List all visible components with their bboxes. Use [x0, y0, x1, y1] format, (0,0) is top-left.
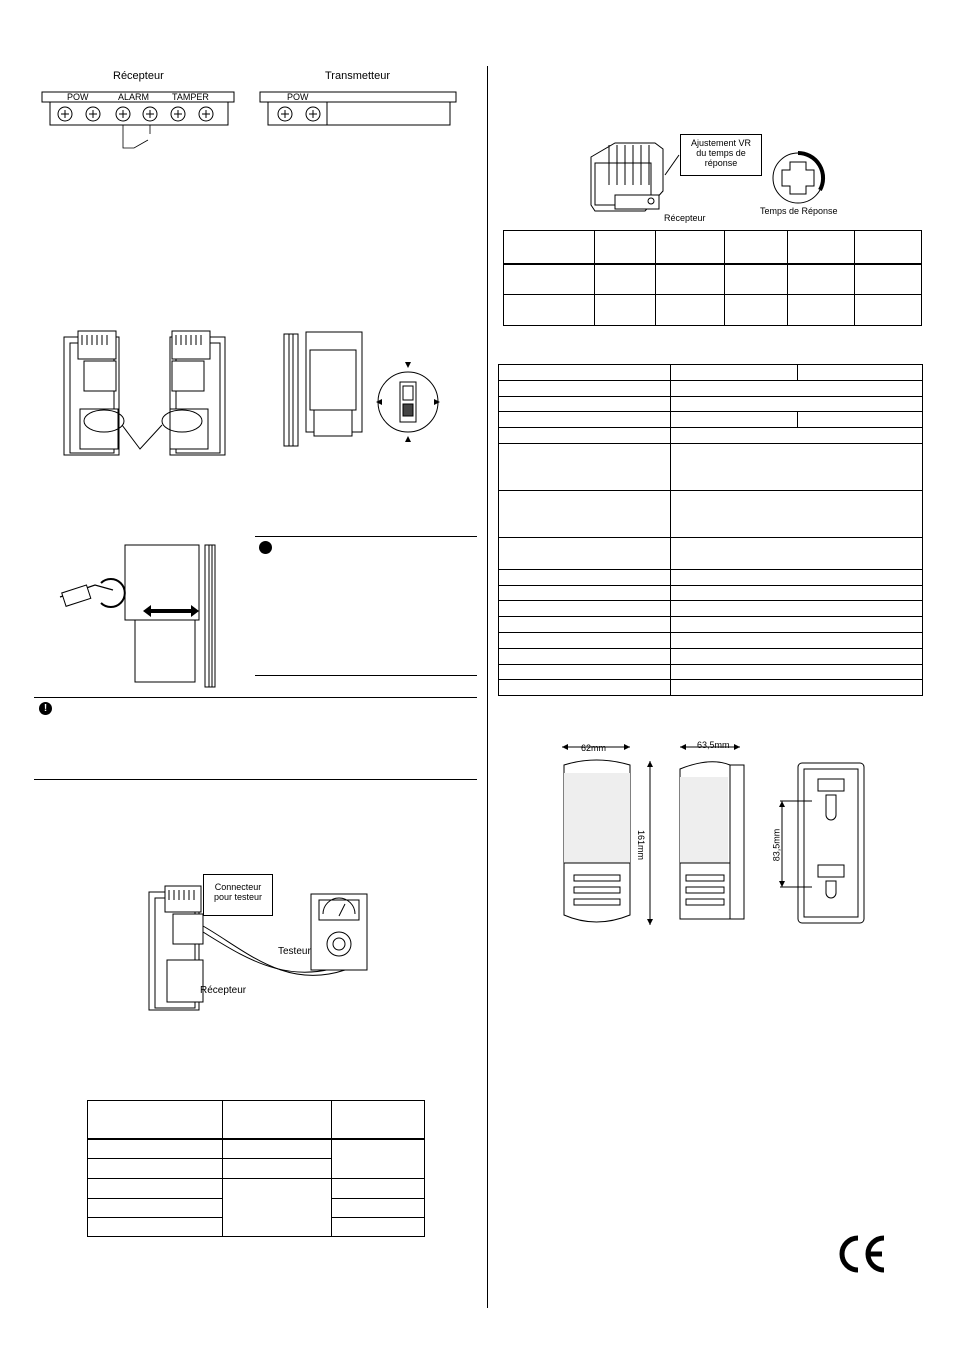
info-bullet-icon — [259, 541, 272, 554]
tester-connector-text: Connecteur pour testeur — [213, 882, 263, 902]
warning-rule-top — [34, 697, 477, 698]
note-rule-top — [255, 536, 477, 537]
alignment-illustration — [283, 331, 440, 447]
warning-icon: ! — [39, 702, 52, 715]
dim-height: 161mm — [636, 829, 647, 861]
response-time-table — [503, 230, 922, 326]
response-time-dial — [772, 150, 826, 204]
warning-rule-bottom — [34, 779, 477, 780]
note-rule-bottom — [255, 675, 477, 676]
terminal-label-tamper: TAMPER — [172, 92, 209, 102]
tester-connection-illustration — [148, 885, 368, 1011]
vr-adjust-text: Ajustement VR du temps de réponse — [690, 138, 752, 168]
column-divider — [487, 66, 488, 1308]
specifications-table — [498, 363, 923, 697]
dim-depth: 63,5mm — [697, 740, 730, 750]
tester-connector-callout: Connecteur pour testeur — [203, 874, 273, 916]
screwdriver-adjust-illustration — [59, 544, 216, 688]
transmitter-terminal-strip — [259, 91, 457, 126]
tester-label: Testeur — [278, 946, 311, 957]
dial-label: Temps de Réponse — [760, 206, 838, 216]
tester-receiver-label: Récepteur — [200, 985, 247, 996]
receiver-terminal-strip — [41, 91, 235, 149]
transmitter-title: Transmetteur — [325, 70, 391, 82]
output-table — [87, 1099, 425, 1238]
vr-adjust-callout: Ajustement VR du temps de réponse — [680, 134, 762, 176]
receiver-title: Récepteur — [113, 70, 164, 82]
dim-hole-spacing: 83,5mm — [771, 828, 782, 862]
vr-receiver-label: Récepteur — [664, 213, 706, 223]
transmitter-label-pow: POW — [287, 92, 309, 102]
ce-mark-icon — [838, 1234, 888, 1274]
sensor-mounting-illustration — [63, 330, 226, 456]
dimension-drawings — [562, 744, 865, 925]
terminal-label-alarm: ALARM — [118, 92, 150, 102]
receiver-vr-illustration — [590, 142, 680, 212]
dim-width: 62mm — [581, 743, 607, 753]
terminal-label-pow: POW — [67, 92, 89, 102]
